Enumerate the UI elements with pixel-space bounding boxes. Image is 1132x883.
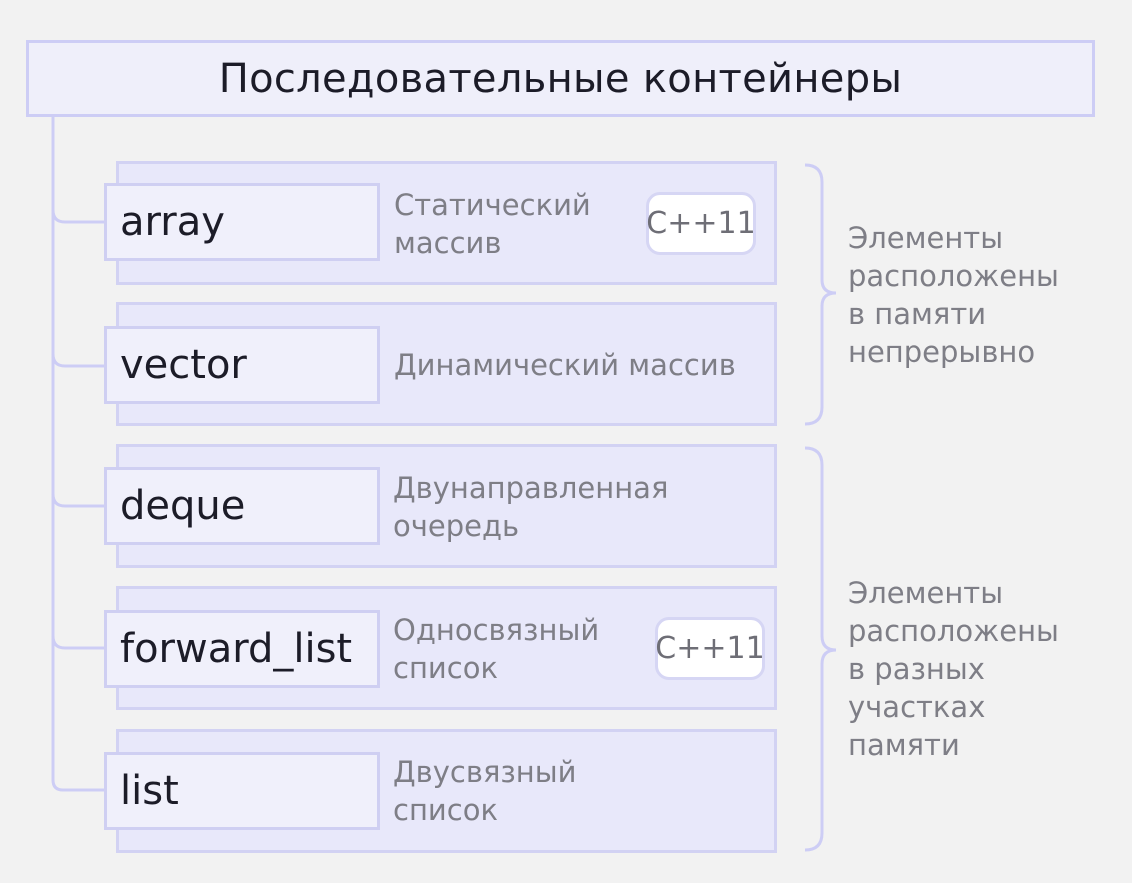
container-name-box-deque: deque [104,467,380,545]
badge-label: C++11 [655,631,765,666]
brace-scattered [804,446,837,852]
container-name-box-vector: vector [104,326,380,404]
container-description: Статический массив [394,188,591,260]
container-description: Двусвязный список [393,755,577,827]
container-description: Односвязный список [393,613,600,685]
container-name: array [120,199,225,245]
container-name: list [120,768,179,814]
cpp11-badge: C++11 [655,617,765,680]
diagram-title: Последовательные контейнеры [218,55,903,102]
branch-deque [51,493,106,508]
container-name-box-forward-list: forward_list [104,610,380,688]
brace-contiguous [804,163,837,426]
badge-label: C++11 [646,206,756,241]
branch-vector [51,353,106,368]
cpp11-badge: C++11 [646,192,756,255]
group-label-contiguous: Элементы расположены в памяти непрерывно [848,221,1059,369]
container-name: deque [120,483,246,529]
branch-array [51,209,106,224]
container-name-box-list: list [104,752,380,830]
container-description: Динамический массив [394,348,736,382]
container-description: Двунаправленная очередь [393,471,669,543]
group-label-scattered: Элементы расположены в разных участках п… [848,576,1059,762]
container-name: forward_list [120,626,353,672]
container-name: vector [120,342,247,388]
branch-forward-list [51,635,106,650]
container-name-box-array: array [104,183,380,261]
trunk-line [51,116,106,792]
title-box: Последовательные контейнеры [26,40,1095,117]
